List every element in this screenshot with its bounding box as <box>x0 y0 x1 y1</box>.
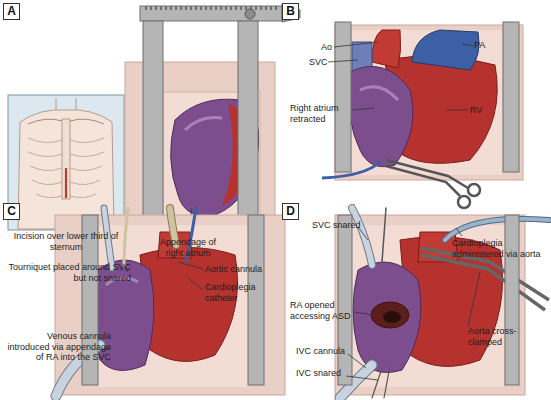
operative-field <box>185 118 222 131</box>
clamp <box>386 166 460 196</box>
cannula <box>445 219 549 240</box>
operative-field <box>55 215 285 395</box>
retractor <box>140 4 300 227</box>
cannula <box>372 366 390 398</box>
callout-label: Venous cannula introduced via appendage … <box>3 331 111 363</box>
leader-line <box>446 110 468 111</box>
cannula <box>352 208 372 265</box>
retractor <box>503 22 519 172</box>
retractor <box>505 215 519 385</box>
retractor <box>335 22 519 172</box>
panel-letter: C <box>7 204 16 219</box>
callout-label: Aorta cross-clamped <box>468 326 538 347</box>
callout-label: PA <box>474 40 485 51</box>
operative-field <box>360 87 398 100</box>
operative-field <box>335 25 523 180</box>
retractor <box>335 22 351 172</box>
retractor <box>143 21 163 227</box>
leader-line <box>188 278 203 290</box>
callout-label: Cardioplegia catheter <box>205 282 271 303</box>
retractor <box>140 6 282 21</box>
retractor <box>338 215 352 385</box>
callout-label: Right atrium retracted <box>290 103 354 124</box>
cannula <box>352 208 372 265</box>
callout-label: IVC snared <box>296 368 341 379</box>
chest-inset <box>65 168 67 198</box>
panel-letter-box: A <box>3 3 20 20</box>
cannula <box>124 208 128 266</box>
operative-field <box>55 215 285 395</box>
callout-label: RA opened accessing ASD <box>290 300 356 321</box>
retractor <box>238 21 258 227</box>
operative-field <box>383 311 401 323</box>
chest-inset <box>62 119 70 199</box>
leader-line <box>462 44 473 46</box>
operative-field <box>371 302 409 328</box>
callout-label: SVC snared <box>312 220 361 231</box>
leader-line <box>334 42 378 47</box>
clamp <box>386 160 480 208</box>
callout-label: Appendage of right atrium <box>150 237 226 258</box>
leader-line <box>348 354 366 368</box>
callout-label: RV <box>470 105 482 116</box>
panel-letter: B <box>286 4 295 19</box>
callout-label: Cardioplegia administered via aorta <box>452 238 550 259</box>
leader-line <box>178 262 203 269</box>
callout-label: SVC <box>309 57 328 68</box>
callout-label: Aortic cannula <box>205 264 262 275</box>
leader-line <box>346 376 378 380</box>
operative-field <box>412 30 479 70</box>
cannula <box>382 208 386 262</box>
leader-line <box>456 228 462 236</box>
retractor <box>248 215 264 385</box>
panel-letter: D <box>286 204 295 219</box>
clamp <box>386 160 468 188</box>
cannula <box>340 208 549 398</box>
operative-field <box>322 25 523 180</box>
retractor <box>245 9 255 19</box>
panel-letter-box: D <box>282 203 299 220</box>
leader-line <box>328 60 358 62</box>
panel-letter-box: B <box>282 3 299 20</box>
leader-line <box>328 42 473 110</box>
operative-field <box>349 66 413 166</box>
callout-label: Incision over lower third of sternum <box>4 231 128 252</box>
retractor <box>282 4 300 22</box>
leader-line <box>352 108 374 110</box>
leader-line <box>354 312 374 315</box>
panel-letter-box: C <box>3 203 20 220</box>
retractor <box>145 6 278 10</box>
chest-inset <box>56 98 76 110</box>
cannula <box>445 219 549 240</box>
leader-line <box>468 272 480 326</box>
panel-letter: A <box>7 4 16 19</box>
callout-label: IVC cannula <box>296 346 345 357</box>
clamp <box>468 184 480 196</box>
callout-label: Tourniquet placed around SVC but not sna… <box>3 262 131 283</box>
operative-field <box>372 30 401 68</box>
operative-field <box>353 262 421 373</box>
callout-label: Ao <box>321 42 332 53</box>
chest-inset <box>18 110 114 229</box>
cross-clamp <box>422 255 545 310</box>
clamp <box>458 196 470 208</box>
